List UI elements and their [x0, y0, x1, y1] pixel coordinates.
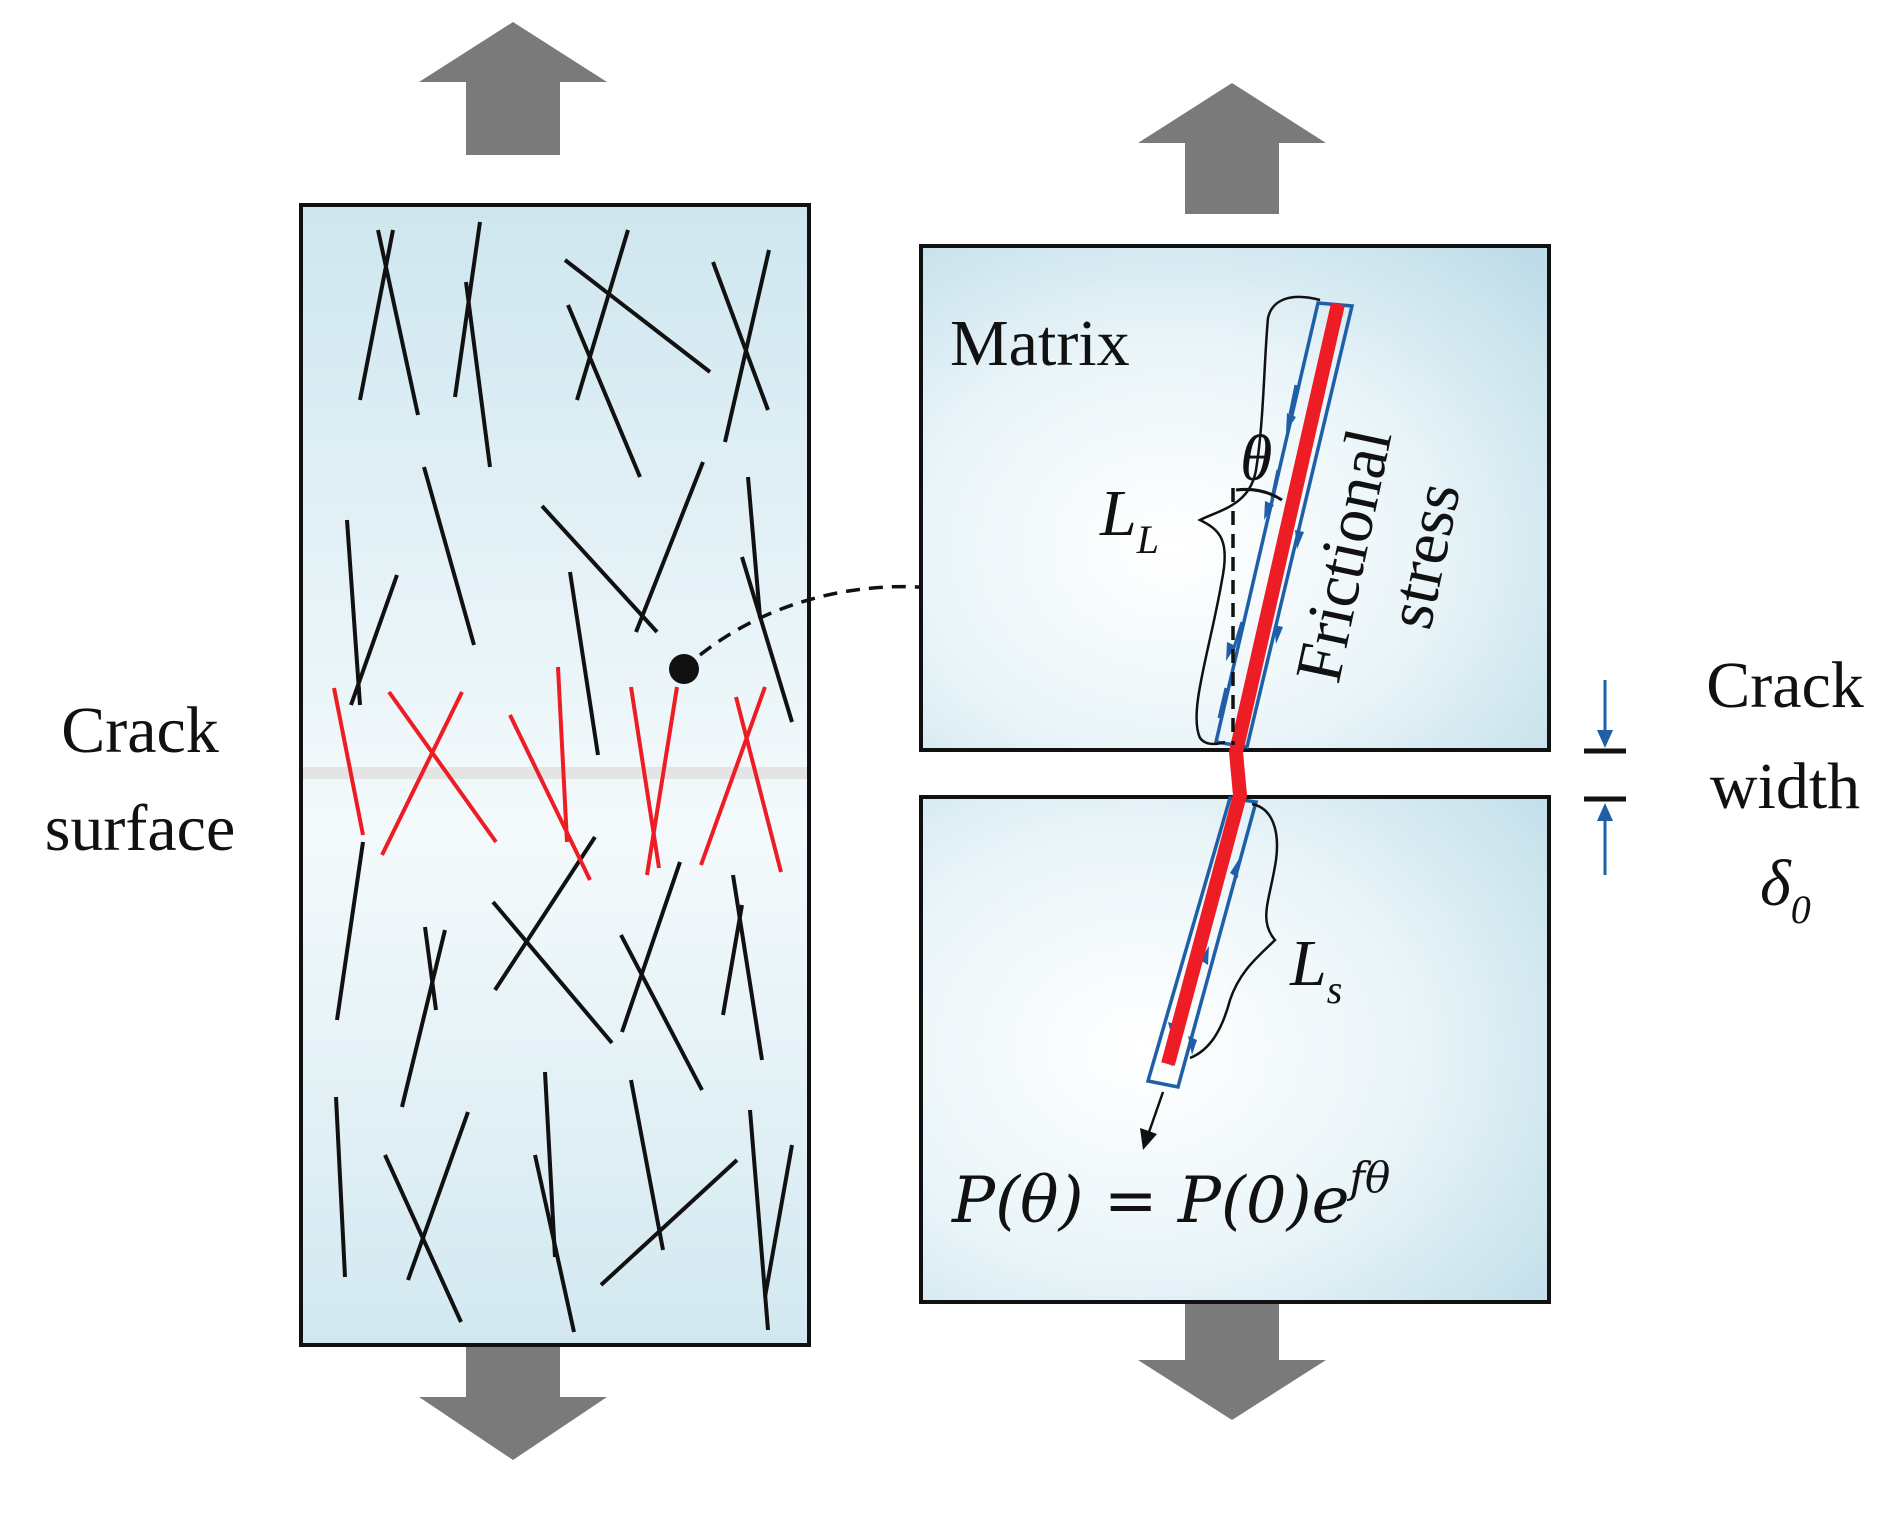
LL-brace [1195, 295, 1321, 746]
pullout-equation: P(θ) = P(0)efθ [951, 1153, 1390, 1238]
crack-width-label-line2: width [1710, 750, 1860, 823]
frictional-arrowheads-upper-icon [1226, 413, 1304, 661]
load-arrows [419, 22, 1326, 1460]
LL-label: LL [1099, 477, 1159, 562]
pullout-force-arrowhead-icon [1140, 1128, 1157, 1150]
Ls-brace [1189, 802, 1279, 1060]
load-arrow-right-bottom-icon [1138, 1289, 1326, 1420]
zoom-leader-dashed-arrow [698, 584, 1082, 657]
theta-arc [1235, 488, 1283, 502]
selected-fiber-marker [669, 654, 699, 684]
load-arrow-left-bottom-icon [419, 1327, 607, 1460]
black-fibers [334, 221, 794, 1333]
Ls-label: Ls [1289, 927, 1342, 1012]
load-arrow-left-top-icon [419, 22, 607, 155]
load-arrow-right-top-icon [1138, 83, 1326, 214]
crack-width-indicator: Crack width δ0 [1584, 649, 1864, 932]
crack-width-symbol: δ0 [1760, 847, 1811, 932]
crack-surface-label-line1: Crack [61, 694, 219, 767]
bridging-fibers-red [332, 666, 783, 881]
crack-width-arrowhead-up-icon [1597, 803, 1613, 821]
frictional-sheath-lower [1145, 796, 1259, 1090]
crack-surface-label-line2: surface [45, 792, 236, 865]
pullout-force-arrow [1146, 1091, 1165, 1136]
crack-width-arrowhead-down-icon [1597, 730, 1613, 748]
crack-plane [303, 767, 807, 779]
specimen-panel [299, 203, 1096, 1347]
pulled-fiber-red [1161, 302, 1345, 1066]
zoom-panel: Matrix θ [919, 244, 1551, 1304]
matrix-label: Matrix [950, 307, 1130, 380]
theta-label: θ [1240, 422, 1272, 495]
crack-width-label-line1: Crack [1706, 649, 1864, 722]
